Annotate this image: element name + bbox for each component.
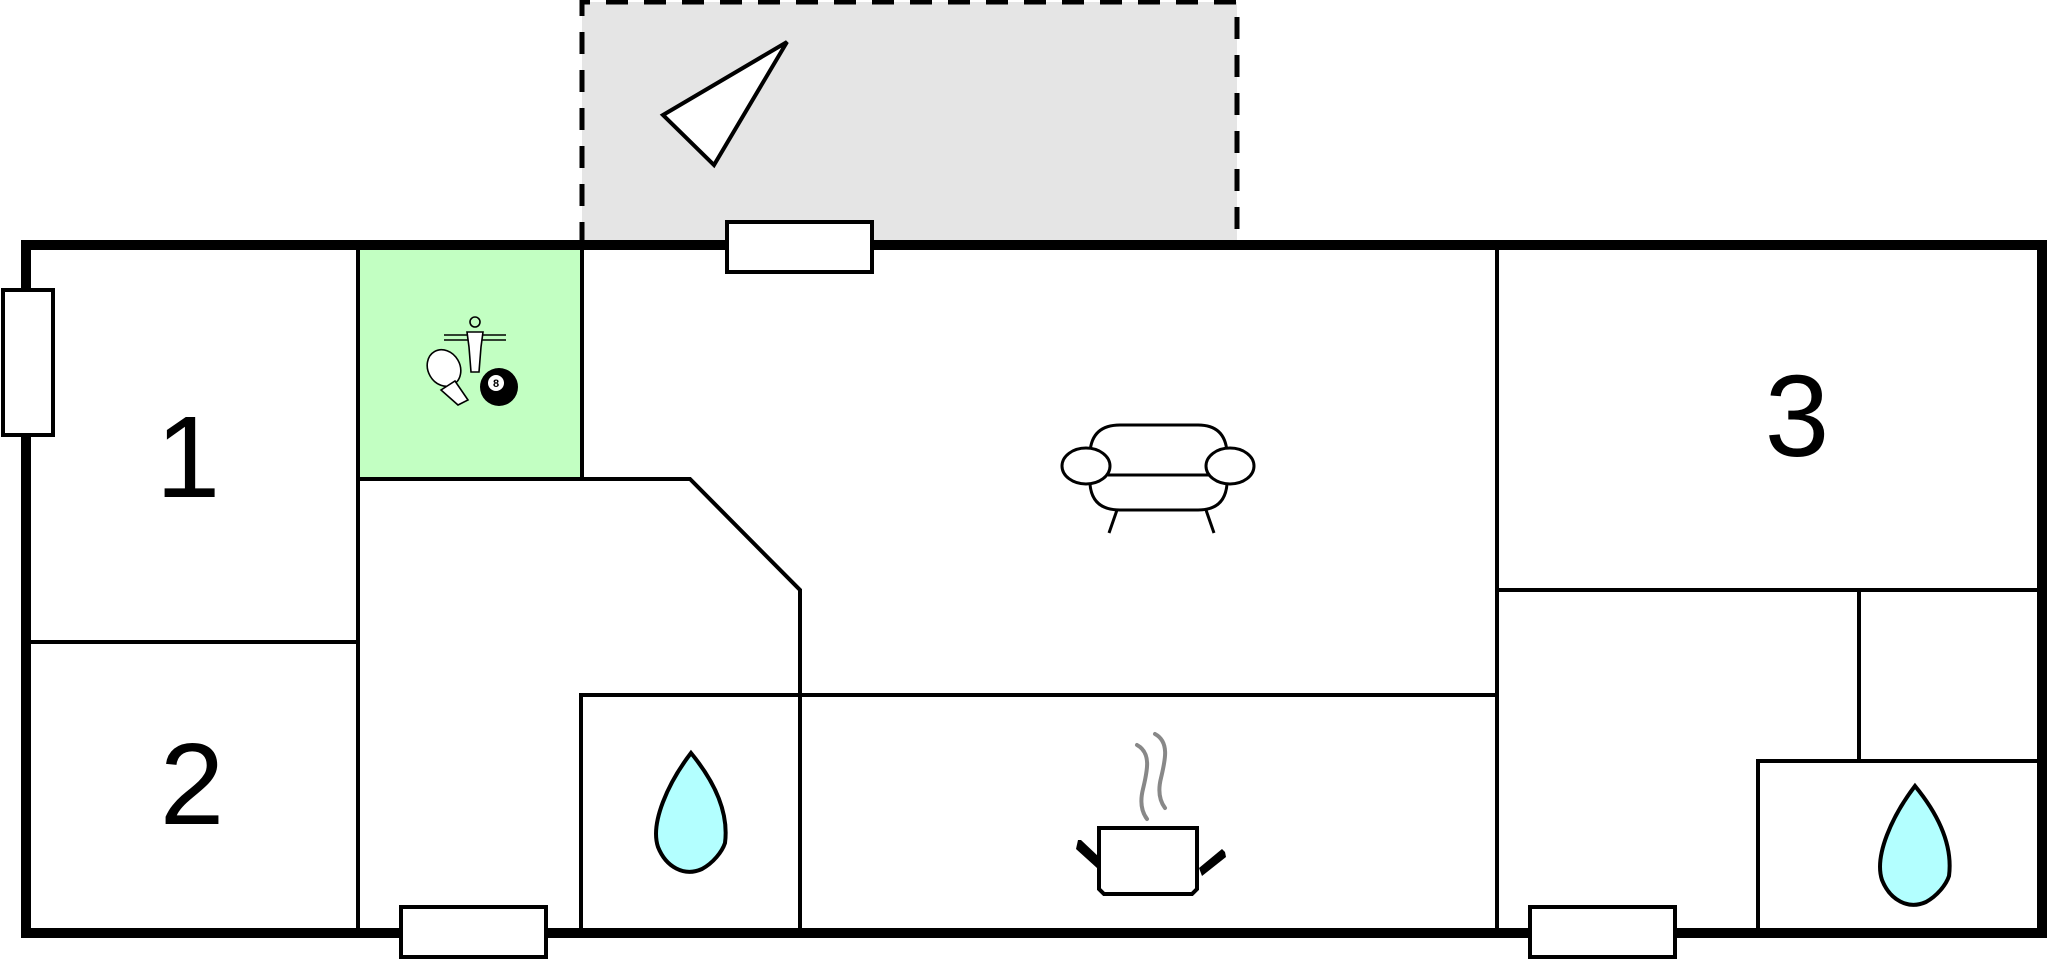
sofa-icon xyxy=(1060,423,1256,534)
table-tennis-paddle-icon xyxy=(426,348,470,406)
cooking-pot-icon xyxy=(1076,732,1226,896)
steam xyxy=(1135,743,1150,821)
billiard-ball-icon: 8 xyxy=(480,368,518,406)
water-drop-icon xyxy=(654,749,728,874)
window-left xyxy=(1,288,55,437)
svg-text:8: 8 xyxy=(493,378,499,390)
window-top xyxy=(725,220,874,274)
bedroom-1-label: 1 xyxy=(156,392,221,522)
windows xyxy=(1,220,1677,959)
bedroom-2-label: 2 xyxy=(160,719,225,849)
interior-walls xyxy=(26,245,2042,933)
compass-north-icon xyxy=(659,40,789,169)
bedroom-3-label: 3 xyxy=(1765,351,1830,481)
window-bottom-left xyxy=(399,905,548,959)
steam xyxy=(1153,732,1168,810)
game-room-icon: 8 xyxy=(426,316,518,406)
foosball-player-icon xyxy=(444,316,506,373)
water-drop-icon xyxy=(1878,782,1952,907)
window-bottom-right xyxy=(1528,905,1677,959)
